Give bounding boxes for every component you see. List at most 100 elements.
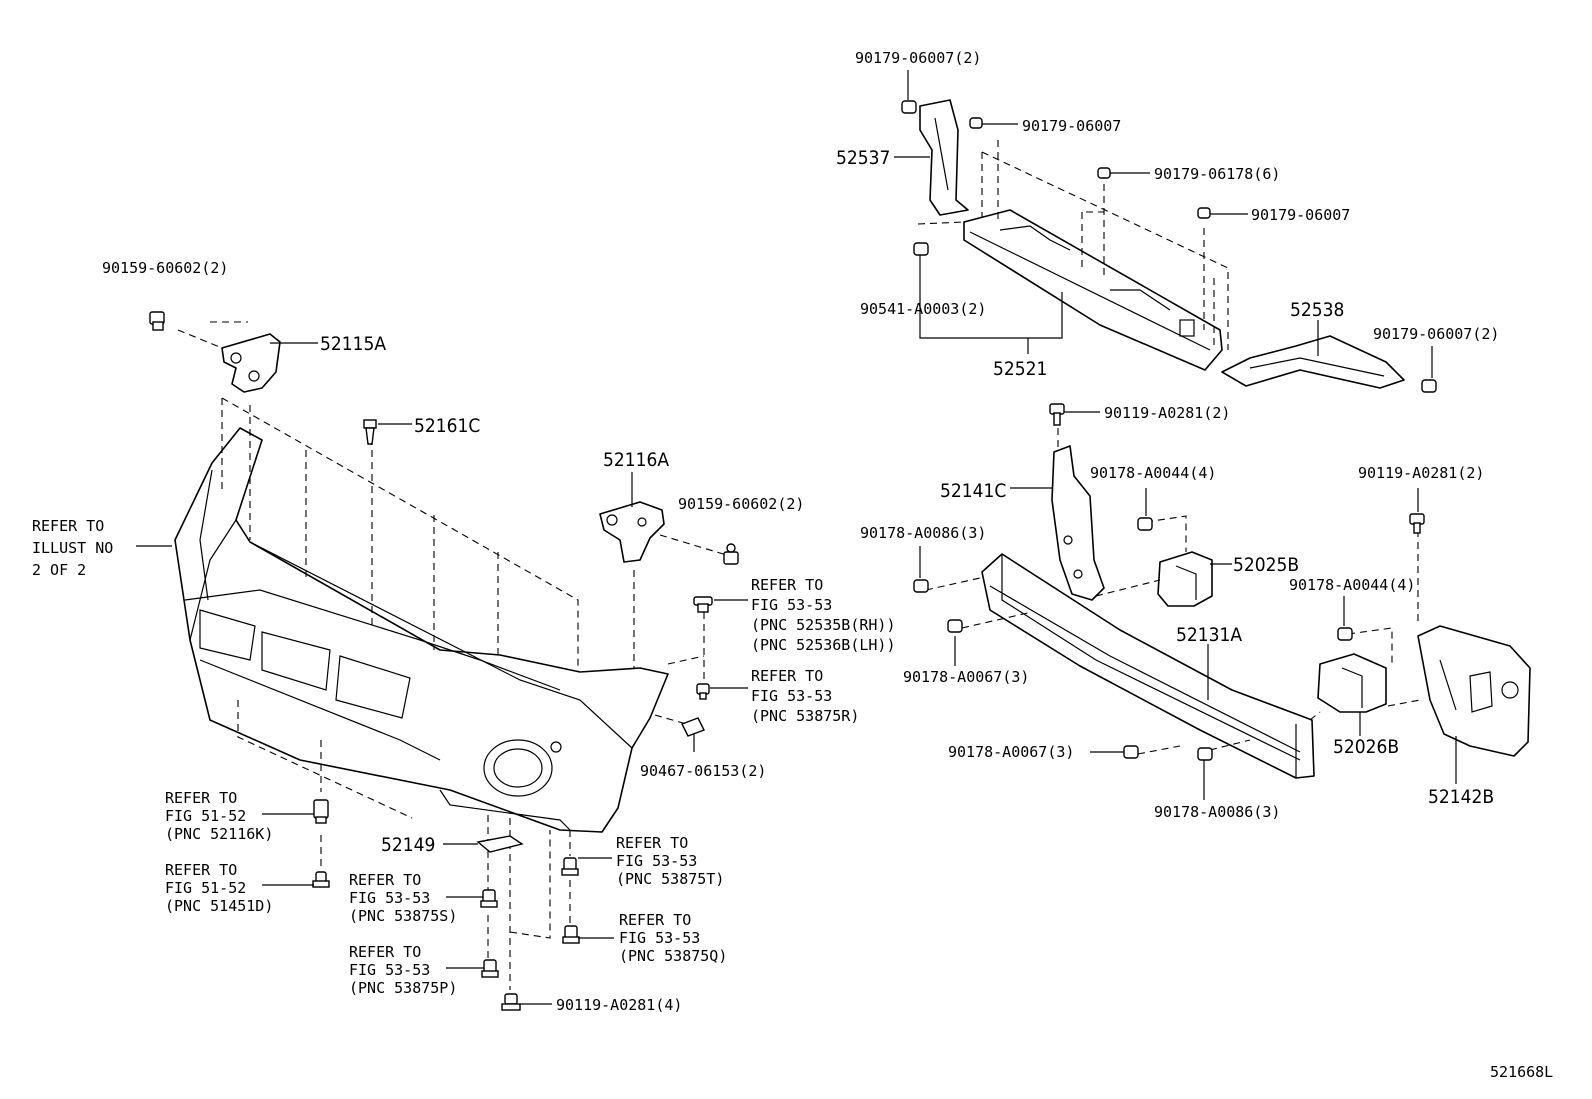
label-90159-60602-left: 90159-60602(2) [102,259,228,277]
refer-51451d-line2: FIG 51-52 [165,879,246,897]
nut-icon [1097,167,1111,179]
label-52161C: 52161C [414,415,480,437]
label-90159-60602-right: 90159-60602(2) [678,495,804,513]
label-52025B: 52025B [1233,554,1299,576]
label-90179-06007-2-right: 90179-06007(2) [1373,325,1499,343]
refer-53875p-line1: REFER TO [349,943,421,961]
bracket-52116A [599,501,665,563]
refer-53875s-line3: (PNC 53875S) [349,907,457,925]
bracket-52141C [1051,445,1105,601]
refer-52116k-line1: REFER TO [165,789,237,807]
bracket-52537 [919,99,969,216]
label-90541-a0003: 90541-A0003(2) [860,300,986,318]
bracket-52115A [221,333,281,393]
label-52115A: 52115A [320,333,386,355]
nut-icon [913,242,929,256]
label-90179-06007-b: 90179-06007 [1251,206,1350,224]
label-90119-a0281-2-right: 90119-A0281(2) [1358,464,1484,482]
clip-icon [481,959,499,978]
clip-icon [363,419,377,445]
support-52521 [963,209,1223,371]
nut-icon [947,619,963,633]
label-90119-a0281-2-mid: 90119-A0281(2) [1104,404,1230,422]
nut-icon [969,117,983,129]
refer-52116k-line2: FIG 51-52 [165,807,246,825]
refer-53875q-line1: REFER TO [619,911,691,929]
nut-icon [913,579,929,593]
refer-51451d-line3: (PNC 51451D) [165,897,273,915]
label-52142B: 52142B [1428,786,1494,808]
refer-illust-line3: 2 OF 2 [32,561,86,579]
label-90467-06153: 90467-06153(2) [640,762,766,780]
refer-52535-line4: (PNC 52536B(LH)) [751,636,896,654]
bolt-icon [1409,513,1425,534]
right-bottom-leaders [919,411,1457,800]
right-bottom-fasteners [913,403,1425,761]
left-leaders [136,342,748,1005]
right-top-fasteners [901,100,1437,393]
bracket-52538 [1221,335,1405,389]
refer-53875q-line2: FIG 53-53 [619,929,700,947]
refer-53875s-line2: FIG 53-53 [349,889,430,907]
nut-icon [1123,745,1139,759]
bracket-52026B [1317,653,1387,713]
bracket-52142B [1417,625,1531,757]
label-52538: 52538 [1290,299,1344,321]
nut-icon [681,717,705,737]
refer-52535-line2: FIG 53-53 [751,596,832,614]
label-52521: 52521 [993,358,1047,380]
refer-illust-line2: ILLUST NO [32,539,113,557]
nut-icon [1337,627,1353,641]
bracket-52025B [1157,551,1213,607]
refer-52535-line1: REFER TO [751,576,823,594]
label-90178-a0067-3-a: 90178-A0067(3) [903,668,1029,686]
refer-53875r-line3: (PNC 53875R) [751,707,859,725]
label-52116A: 52116A [603,449,669,471]
diagram-id: 521668L [1490,1063,1553,1081]
bumper-cover-52119 [174,427,669,833]
label-90178-a0067-3-b: 90178-A0067(3) [948,743,1074,761]
label-90178-a0044-4-b: 90178-A0044(4) [1289,576,1415,594]
label-90178-a0044-4-a: 90178-A0044(4) [1090,464,1216,482]
left-fasteners [149,311,739,1011]
clip-icon [480,889,498,908]
refer-53875t-line3: (PNC 53875T) [616,870,724,888]
bolt-icon [723,543,739,565]
nut-icon [1197,207,1211,219]
refer-53875p-line3: (PNC 53875P) [349,979,457,997]
bolt-icon [501,993,521,1011]
refer-53875s-line1: REFER TO [349,871,421,889]
clip-icon [313,799,329,824]
labels: 90179-06007(2) 90179-06007 52537 90179-0… [32,49,1553,1081]
nut-icon [1137,517,1153,531]
refer-53875q-line3: (PNC 53875Q) [619,947,727,965]
label-52131A: 52131A [1176,624,1242,646]
refer-52535-line3: (PNC 52535B(RH)) [751,616,896,634]
refer-53875t-line2: FIG 53-53 [616,852,697,870]
label-90179-06007-2-top: 90179-06007(2) [855,49,981,67]
refer-illust-line1: REFER TO [32,517,104,535]
clip-icon [561,857,579,876]
label-52141C: 52141C [940,480,1006,502]
refer-53875t-line1: REFER TO [616,834,688,852]
bolt-icon [1049,403,1065,426]
refer-53875r-line1: REFER TO [751,667,823,685]
label-90178-a0086-3-a: 90178-A0086(3) [860,524,986,542]
clip-icon [562,925,580,944]
label-90179-06178-6: 90179-06178(6) [1154,165,1280,183]
label-52537: 52537 [836,147,890,169]
gasket-icon [476,835,524,853]
screw-icon [312,871,330,888]
label-90119-a0281-4: 90119-A0281(4) [556,996,682,1014]
reinforcement-52131A [981,553,1315,779]
right-top-guide-lines [917,140,1229,350]
nut-icon [1197,747,1213,761]
label-52149: 52149 [381,834,435,856]
right-top-leaders [894,70,1433,378]
label-90178-a0086-3-b: 90178-A0086(3) [1154,803,1280,821]
refer-53875r-line2: FIG 53-53 [751,687,832,705]
nut-icon [901,100,917,114]
refer-51451d-line1: REFER TO [165,861,237,879]
clip-icon [693,596,713,613]
